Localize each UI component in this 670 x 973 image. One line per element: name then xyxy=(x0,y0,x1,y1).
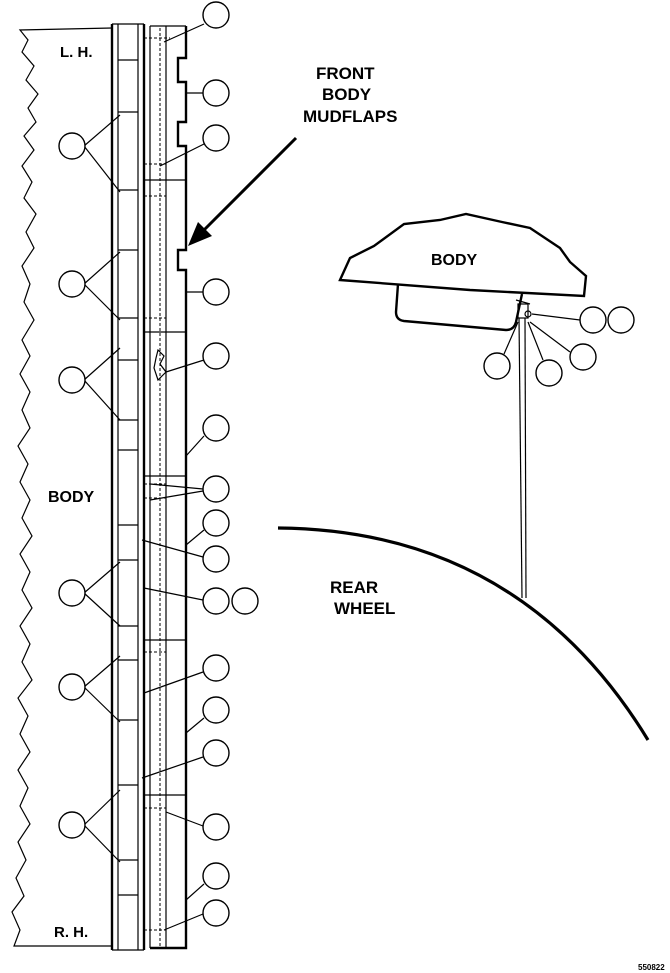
body-label-left: BODY xyxy=(48,489,95,506)
body-label-right: BODY xyxy=(431,252,478,269)
front-label-line3: MUDFLAPS xyxy=(303,107,397,126)
right-callouts xyxy=(141,1,259,931)
front-arrow-head xyxy=(188,222,212,246)
left-callouts xyxy=(58,114,121,863)
rh-label: R. H. xyxy=(54,924,88,941)
body-cross-section xyxy=(338,212,588,298)
inset-callouts xyxy=(483,306,635,387)
figure-number: 550822 xyxy=(638,963,665,972)
front-arrow-shaft xyxy=(198,136,298,236)
body-torn-edge xyxy=(11,27,113,947)
mudflap-outer-edge xyxy=(150,26,188,950)
rear-label-line1: REAR xyxy=(330,578,378,597)
mudflap-mount xyxy=(515,299,532,319)
rear-label-line2: WHEEL xyxy=(334,599,395,618)
frame-cross-members xyxy=(118,59,138,896)
front-label-line2: BODY xyxy=(322,85,372,104)
front-label-line1: FRONT xyxy=(316,64,375,83)
body-bracket xyxy=(394,283,524,332)
rear-wheel-arc xyxy=(277,526,650,741)
lh-label: L. H. xyxy=(60,44,93,61)
front-body-mudflaps-label: FRONT BODY MUDFLAPS xyxy=(303,64,397,126)
segment-lines xyxy=(144,179,186,796)
mudflap-side-view xyxy=(518,317,523,599)
